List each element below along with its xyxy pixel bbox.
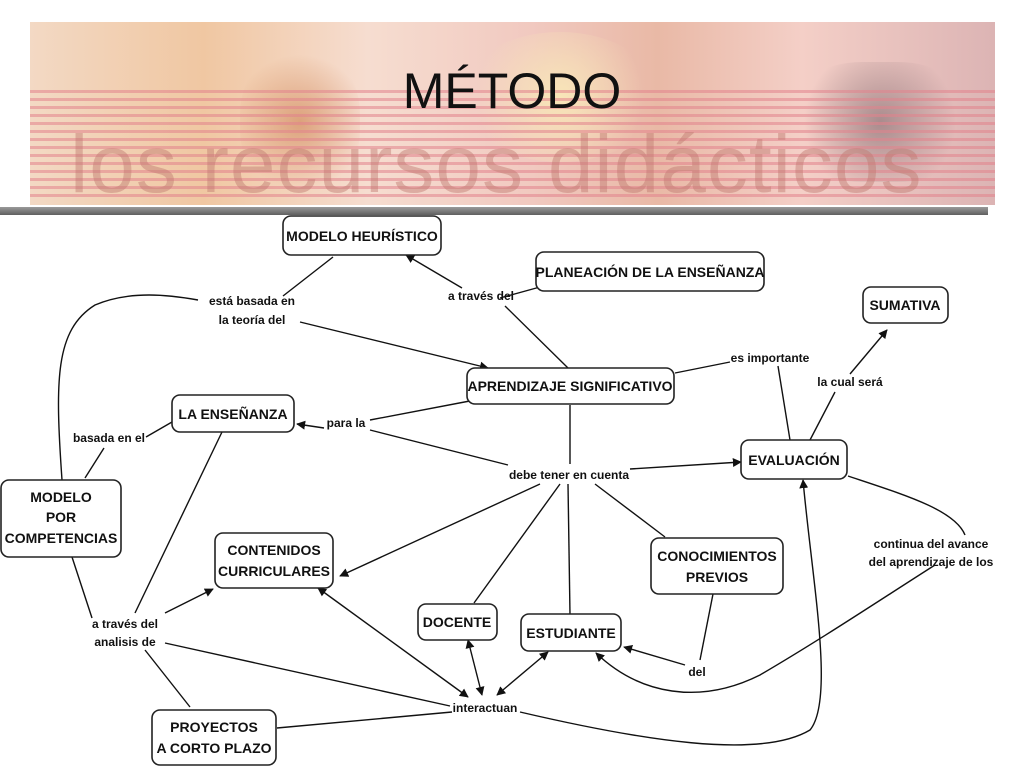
node-conocimientos: CONOCIMIENTOS PREVIOS xyxy=(650,537,784,595)
connector xyxy=(282,256,334,297)
node-label: CONTENIDOS xyxy=(227,542,320,558)
node-label: PROYECTOS xyxy=(170,719,258,735)
node-label: ESTUDIANTE xyxy=(526,625,615,641)
connector xyxy=(57,294,199,481)
node-label: APRENDIZAJE SIGNIFICATIVO xyxy=(467,378,672,394)
connector xyxy=(369,399,476,421)
connector xyxy=(809,391,836,441)
slide-title: MÉTODO xyxy=(402,63,622,119)
node-estudiante: ESTUDIANTE xyxy=(520,613,622,652)
connector xyxy=(369,429,509,466)
link-para-la: para la xyxy=(327,416,366,430)
link-esta-basada: la teoría del xyxy=(219,313,286,327)
node-label: A CORTO PLAZO xyxy=(156,740,271,756)
banner-watermark: los recursos didácticos xyxy=(70,119,923,205)
connector xyxy=(276,711,453,729)
link-del: del xyxy=(688,665,705,679)
connector xyxy=(849,329,888,375)
node-label: EVALUACIÓN xyxy=(748,451,840,468)
connector xyxy=(623,644,686,666)
node-la-ensenanza: LA ENSEÑANZA xyxy=(171,394,295,433)
connector xyxy=(134,431,223,614)
node-label: LA ENSEÑANZA xyxy=(178,405,287,422)
connector xyxy=(499,286,541,299)
connector xyxy=(317,587,469,698)
connector xyxy=(777,365,791,441)
node-label: PREVIOS xyxy=(686,569,748,585)
node-label: MODELO HEURÍSTICO xyxy=(286,228,438,244)
banner-stripes xyxy=(30,90,995,202)
node-docente: DOCENTE xyxy=(417,603,498,641)
connector xyxy=(71,556,93,619)
connector xyxy=(84,447,105,479)
connector xyxy=(164,588,214,614)
node-proyectos: PROYECTOS A CORTO PLAZO xyxy=(151,709,277,766)
link-es-importante: es importante xyxy=(731,351,810,365)
node-evaluacion: EVALUACIÓN xyxy=(740,439,848,480)
node-label: CURRICULARES xyxy=(218,563,330,579)
connector xyxy=(595,564,936,693)
linking-phrases: está basada en la teoría del a través de… xyxy=(73,289,994,715)
node-contenidos: CONTENIDOS CURRICULARES xyxy=(214,532,334,589)
connectors xyxy=(57,254,966,746)
link-la-cual-sera: la cual será xyxy=(817,375,883,389)
header-banner: los recursos didácticos xyxy=(30,22,995,205)
connector xyxy=(567,483,571,616)
connector xyxy=(144,649,191,708)
connector xyxy=(339,483,541,577)
link-debe-tener: debe tener en cuenta xyxy=(509,468,629,482)
connector xyxy=(629,458,742,470)
node-modelo-heuristico: MODELO HEURÍSTICO xyxy=(282,215,442,256)
node-label: MODELO xyxy=(30,489,92,505)
node-label: CONOCIMIENTOS xyxy=(657,548,777,564)
connector xyxy=(504,305,569,369)
connector xyxy=(465,639,485,696)
node-label: COMPETENCIAS xyxy=(5,530,118,546)
node-sumativa: SUMATIVA xyxy=(862,286,949,324)
connector xyxy=(405,254,463,289)
node-label: SUMATIVA xyxy=(869,297,940,313)
connector xyxy=(296,420,325,430)
link-continua: continua del avance xyxy=(874,537,989,551)
link-continua: del aprendizaje de los xyxy=(869,555,994,569)
connector xyxy=(473,483,561,604)
link-basada-en-el: basada en el xyxy=(73,431,145,445)
connector xyxy=(847,475,966,536)
connector xyxy=(674,361,731,374)
node-label: PLANEACIÓN DE LA ENSEÑANZA xyxy=(536,263,765,280)
connector xyxy=(299,321,489,371)
node-label: DOCENTE xyxy=(423,614,491,630)
link-a-traves-analisis: a través del xyxy=(92,617,158,631)
link-a-traves-analisis: analisis de xyxy=(94,635,156,649)
node-label: POR xyxy=(46,509,76,525)
link-a-traves-del: a través del xyxy=(448,289,514,303)
header-divider xyxy=(0,207,988,215)
node-modelo-competencias: MODELO POR COMPETENCIAS xyxy=(0,479,122,558)
connector xyxy=(496,651,549,696)
link-interactuan: interactuan xyxy=(453,701,518,715)
connector xyxy=(519,479,822,746)
node-aprendizaje: APRENDIZAJE SIGNIFICATIVO xyxy=(466,367,675,405)
connector xyxy=(594,483,666,538)
connector xyxy=(699,593,714,661)
link-esta-basada: está basada en xyxy=(209,294,295,308)
connector xyxy=(145,421,173,438)
node-planeacion: PLANEACIÓN DE LA ENSEÑANZA xyxy=(535,251,765,292)
